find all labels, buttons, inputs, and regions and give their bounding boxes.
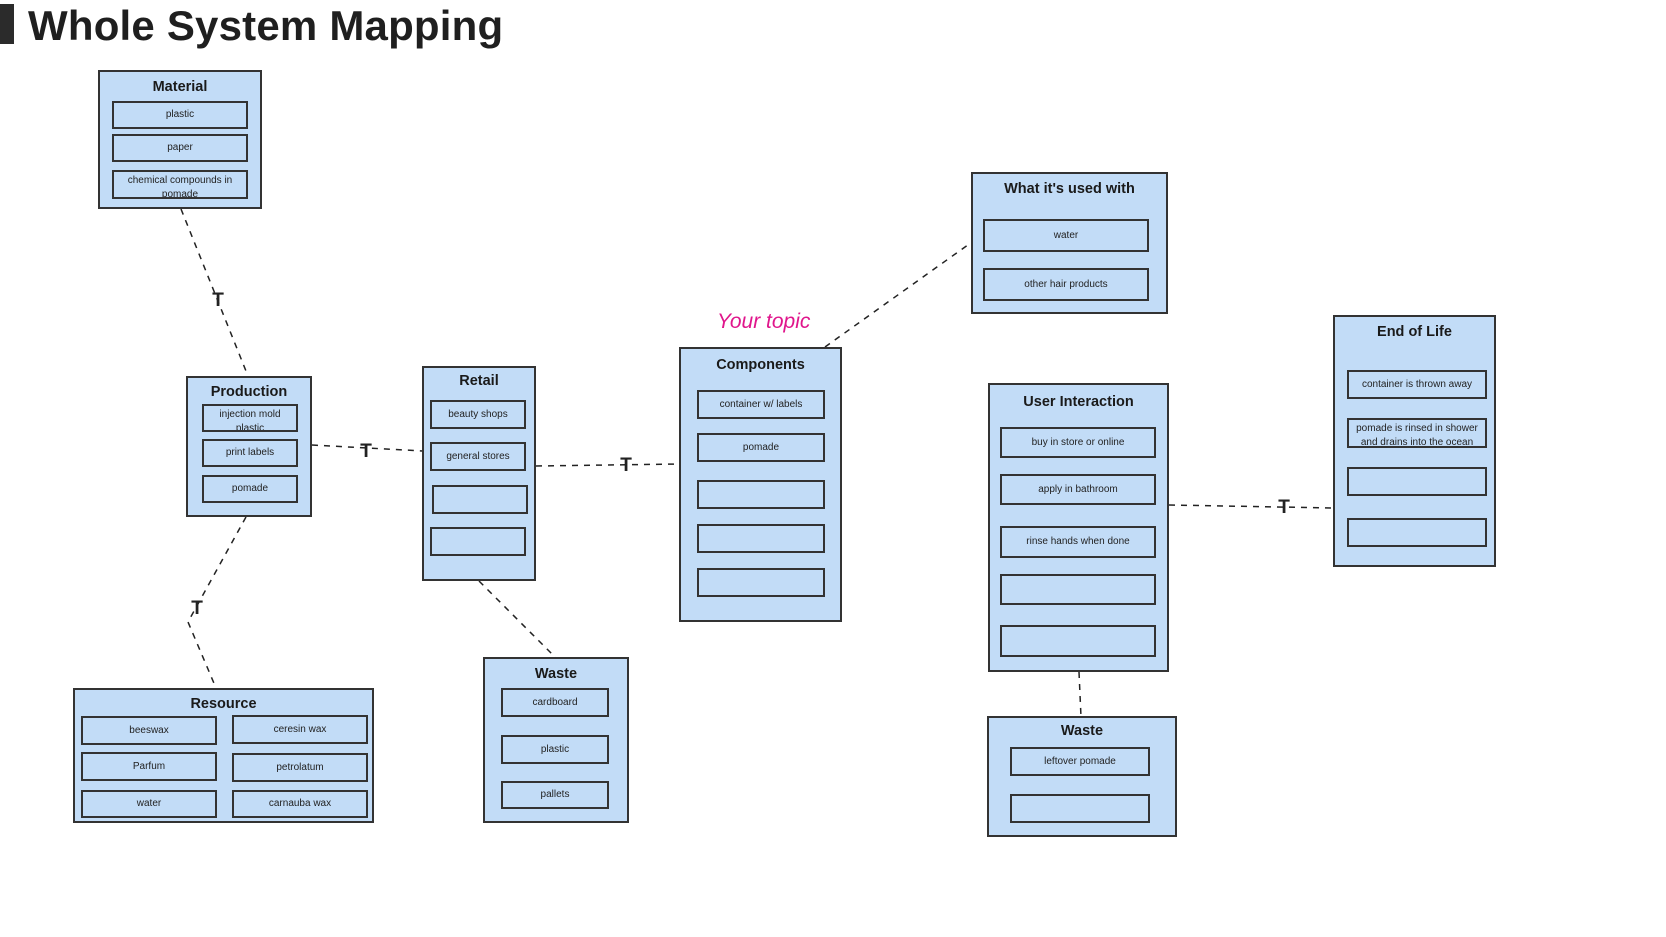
list-item[interactable]: container is thrown away	[1347, 370, 1487, 399]
box-title: Components	[716, 357, 805, 373]
connector-retail-components	[535, 463, 681, 467]
list-item[interactable]: other hair products	[983, 268, 1149, 301]
list-item[interactable]: cardboard	[501, 688, 609, 717]
connector-t-label: T	[620, 455, 632, 476]
list-item[interactable]: water	[983, 219, 1149, 252]
used-with-box[interactable]: What it's used with water other hair pro…	[971, 172, 1168, 314]
list-item[interactable]: beeswax	[81, 716, 217, 745]
list-item[interactable]	[1000, 574, 1156, 605]
list-item[interactable]: plastic	[112, 101, 248, 129]
box-title: Production	[210, 384, 288, 400]
waste-user-box[interactable]: Waste leftover pomade	[987, 716, 1177, 837]
list-item[interactable]: pallets	[501, 781, 609, 809]
resource-box[interactable]: Resource beeswax ceresin wax Parfum petr…	[73, 688, 374, 823]
connector-t-label: T	[360, 441, 372, 462]
list-item[interactable]: apply in bathroom	[1000, 474, 1156, 505]
end-of-life-box[interactable]: End of Life container is thrown away pom…	[1333, 315, 1496, 567]
page-title: Whole System Mapping	[28, 2, 504, 49]
list-item[interactable]: chemical compounds in pomade	[112, 170, 248, 199]
box-title: Resource	[190, 696, 257, 712]
connector-userinteraction-endoflife	[1168, 504, 1335, 509]
connector-userinteraction-waste	[1078, 671, 1082, 718]
list-item[interactable]: general stores	[430, 442, 526, 471]
list-item[interactable]: paper	[112, 134, 248, 162]
list-item[interactable]	[1347, 518, 1487, 547]
list-item[interactable]: container w/ labels	[697, 390, 825, 419]
list-item[interactable]: injection mold plastic	[202, 404, 298, 432]
connector-material-production	[180, 208, 249, 377]
title-accent-bar	[0, 4, 14, 44]
list-item[interactable]: print labels	[202, 439, 298, 467]
list-item[interactable]	[1347, 467, 1487, 496]
list-item[interactable]: pomade is rinsed in shower and drains in…	[1347, 418, 1487, 448]
box-title: What it's used with	[1004, 181, 1135, 197]
connector-components-usedwith	[824, 241, 973, 348]
box-title: User Interaction	[1023, 394, 1134, 410]
connector-t-label: T	[1278, 497, 1290, 518]
user-interaction-box[interactable]: User Interaction buy in store or online …	[988, 383, 1169, 672]
list-item[interactable]: carnauba wax	[232, 790, 368, 818]
retail-box[interactable]: Retail beauty shops general stores	[422, 366, 536, 581]
list-item[interactable]: plastic	[501, 735, 609, 764]
box-title: End of Life	[1377, 324, 1452, 340]
topic-label: Your topic	[717, 310, 811, 333]
list-item[interactable]: pomade	[697, 433, 825, 462]
box-title: Material	[152, 79, 208, 95]
list-item[interactable]: leftover pomade	[1010, 747, 1150, 776]
waste-retail-box[interactable]: Waste cardboard plastic pallets	[483, 657, 629, 823]
connector-t-label: T	[191, 598, 203, 619]
list-item[interactable]	[432, 485, 528, 514]
box-title: Waste	[534, 666, 578, 682]
list-item[interactable]: ceresin wax	[232, 715, 368, 744]
list-item[interactable]: Parfum	[81, 752, 217, 781]
production-box[interactable]: Production injection mold plastic print …	[186, 376, 312, 517]
list-item[interactable]	[1010, 794, 1150, 823]
list-item[interactable]: buy in store or online	[1000, 427, 1156, 458]
list-item[interactable]: petrolatum	[232, 753, 368, 782]
box-title: Retail	[459, 373, 499, 389]
material-box[interactable]: Material plastic paper chemical compound…	[98, 70, 262, 209]
connector-t-label: T	[212, 290, 224, 311]
list-item[interactable]	[697, 480, 825, 509]
list-item[interactable]: beauty shops	[430, 400, 526, 429]
components-box[interactable]: Components container w/ labels pomade	[679, 347, 842, 622]
connector-retail-waste	[478, 580, 557, 659]
box-title: Waste	[1060, 723, 1104, 739]
connector-production-resource	[187, 516, 247, 689]
list-item[interactable]	[1000, 625, 1156, 657]
list-item[interactable]	[697, 568, 825, 597]
list-item[interactable]	[430, 527, 526, 556]
list-item[interactable]: water	[81, 790, 217, 818]
list-item[interactable]	[697, 524, 825, 553]
list-item[interactable]: rinse hands when done	[1000, 526, 1156, 558]
list-item[interactable]: pomade	[202, 475, 298, 503]
